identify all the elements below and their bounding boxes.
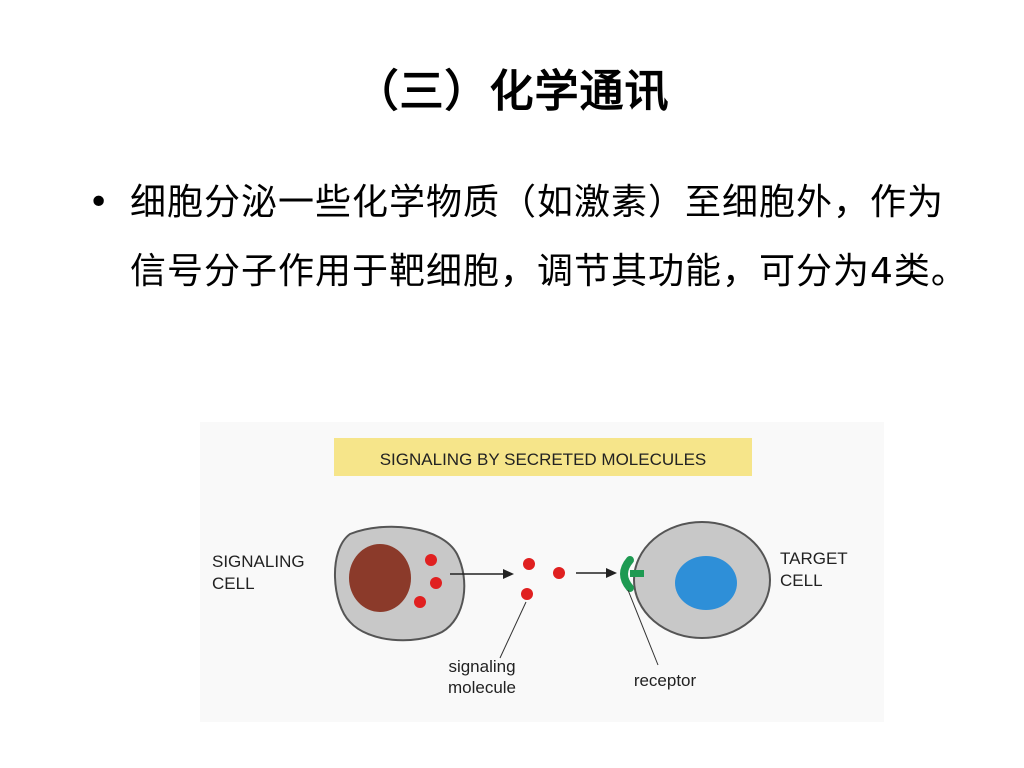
signaling-molecule-label: molecule (448, 678, 516, 697)
signaling-molecule (523, 558, 535, 570)
bullet-marker: • (88, 182, 110, 223)
target-nucleus (675, 556, 737, 610)
target-cell-label: TARGET (780, 549, 848, 568)
bullet-text: 细胞分泌一些化学物质（如激素）至细胞外，作为信号分子作用于靶细胞，调节其功能，可… (130, 182, 968, 292)
signaling-molecule-label: signaling (448, 657, 515, 676)
receptor-label: receptor (634, 671, 697, 690)
molecule-in-cell (430, 577, 442, 589)
molecule-in-cell (414, 596, 426, 608)
signaling-diagram: SIGNALING BY SECRETED MOLECULES SIGNALIN… (200, 422, 884, 722)
receptor-stem (630, 570, 644, 577)
receptor (620, 556, 634, 592)
secretion-arrowhead (503, 569, 514, 579)
signaling-nucleus (349, 544, 411, 612)
signaling-diagram-svg: SIGNALING BY SECRETED MOLECULES SIGNALIN… (200, 422, 884, 722)
molecule-in-cell (425, 554, 437, 566)
molecule-leader-line (499, 601, 527, 659)
target-cell-label: CELL (780, 571, 823, 590)
signaling-molecule (521, 588, 533, 600)
signaling-cell-label: CELL (212, 574, 255, 593)
signaling-molecule (553, 567, 565, 579)
bullet-item: • 细胞分泌一些化学物质（如激素）至细胞外，作为信号分子作用于靶细胞，调节其功能… (88, 168, 968, 306)
signaling-cell-label: SIGNALING (212, 552, 305, 571)
slide-title: （三）化学通讯 (354, 66, 670, 117)
banner-box (334, 438, 752, 476)
diffusion-arrowhead (606, 568, 617, 578)
receptor-leader-line (627, 589, 659, 666)
banner-text: SIGNALING BY SECRETED MOLECULES (380, 450, 707, 469)
